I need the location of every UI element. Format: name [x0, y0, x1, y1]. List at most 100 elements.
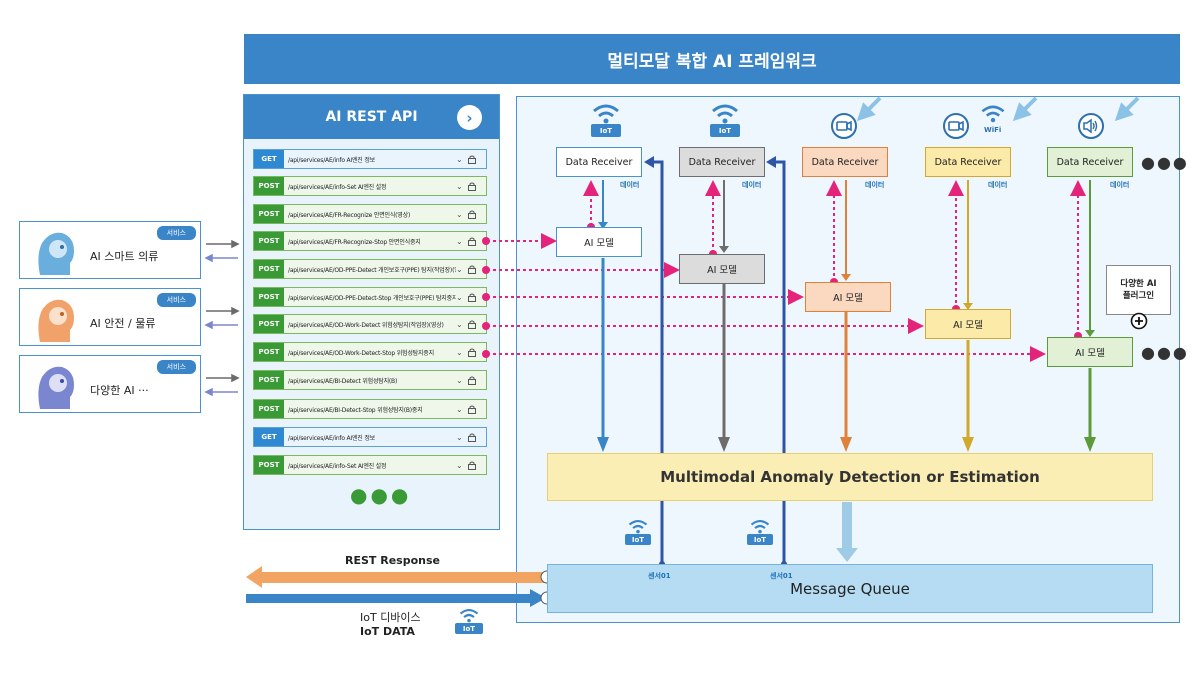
iot-device-label: IoT 디바이스 — [360, 611, 421, 624]
chevron-down-icon[interactable]: ⌄ — [456, 347, 463, 357]
lock-icon — [467, 265, 476, 274]
data-tag: 데이터 — [620, 181, 640, 189]
api-endpoint-row[interactable]: POST/api/services/AE/BI-Detect-Stop 위험성탐… — [253, 399, 487, 419]
data-receiver-1[interactable]: Data Receiver — [556, 147, 642, 177]
http-method-badge: POST — [254, 288, 284, 306]
chevron-down-icon[interactable]: ⌄ — [456, 236, 463, 246]
service-label: 다양한 AI ··· — [90, 384, 149, 397]
chevron-down-icon[interactable]: ⌄ — [456, 209, 463, 219]
chevron-down-icon[interactable]: ⌄ — [456, 292, 463, 302]
chevron-down-icon[interactable]: ⌄ — [456, 319, 463, 329]
speaker-icon — [1078, 113, 1104, 139]
api-to-model-links — [487, 233, 1046, 362]
chevron-down-icon[interactable]: ⌄ — [456, 375, 463, 385]
endpoint-path: /api/services/AE/OD-PPE-Detect-Stop 개인보호… — [288, 294, 456, 302]
api-endpoint-row[interactable]: GET/api/services/AE/info AI엔진 정보⌄ — [253, 149, 487, 169]
sensor-label: 센서01 — [648, 572, 671, 580]
framework-title: 멀티모달 복합 AI 프레임워크 — [244, 34, 1180, 84]
sensor-label: 센서01 — [770, 572, 793, 580]
chevron-down-icon[interactable]: ⌄ — [456, 264, 463, 274]
ai-plugin-box[interactable]: 다양한 AI 플러그인 — [1106, 265, 1171, 315]
ai-head-icon — [38, 299, 74, 342]
lock-icon — [467, 182, 476, 191]
http-method-badge: GET — [254, 150, 284, 168]
iot-badge: IoT — [591, 124, 621, 137]
chevron-down-icon[interactable]: ⌄ — [456, 460, 463, 470]
service-label: AI 안전 / 물류 — [90, 317, 156, 330]
data-receiver-4[interactable]: Data Receiver — [925, 147, 1011, 177]
service-arrows — [204, 239, 240, 397]
http-method-badge: POST — [254, 232, 284, 250]
more-models-dots: ●●● — [1141, 343, 1189, 362]
http-method-badge: POST — [254, 260, 284, 278]
api-endpoint-row[interactable]: POST/api/services/AE/FR-Recognize-Stop 안… — [253, 231, 487, 251]
endpoint-path: /api/services/AE/OD-Work-Detect-Stop 위험성… — [288, 349, 434, 357]
iot-badge: IoT — [625, 534, 651, 545]
lock-icon — [467, 320, 476, 329]
api-endpoint-row[interactable]: POST/api/services/AE/info-Set AI엔진 설정 ⌄ — [253, 176, 487, 196]
api-endpoint-row[interactable]: POST/api/services/AE/info-Set AI엔진 설정 ⌄ — [253, 455, 487, 475]
http-method-badge: POST — [254, 177, 284, 195]
endpoint-path: /api/services/AE/info-Set AI엔진 설정 — [288, 183, 387, 191]
api-endpoint-row[interactable]: POST/api/services/AE/OD-PPE-Detect-Stop … — [253, 287, 487, 307]
iot-badge: IoT — [747, 534, 773, 545]
api-endpoint-row[interactable]: POST/api/services/AE/OD-Work-Detect-Stop… — [253, 342, 487, 362]
endpoint-path: /api/services/AE/FR-Recognize-Stop 안면인식중… — [288, 238, 421, 246]
lock-icon — [467, 293, 476, 302]
message-queue[interactable]: Message Queue — [547, 564, 1153, 613]
wifi-icon — [712, 104, 738, 124]
api-endpoint-row[interactable]: GET/api/services/AE/info AI엔진 정보 ⌄ — [253, 427, 487, 447]
wifi-label: WiFi — [984, 126, 1002, 134]
wifi-icon — [981, 105, 1005, 123]
http-method-badge: POST — [254, 343, 284, 361]
multimodal-anomaly-detection[interactable]: Multimodal Anomaly Detection or Estimati… — [547, 453, 1153, 501]
endpoint-path: /api/services/AE/OD-PPE-Detect 개인보호구(PPE… — [288, 266, 456, 274]
ai-model-5[interactable]: AI 모델 — [1047, 337, 1133, 367]
lock-icon — [467, 155, 476, 164]
endpoint-path: /api/services/AE/info AI엔진 정보 — [288, 434, 375, 442]
plus-circle-icon[interactable] — [1130, 312, 1148, 330]
ai-model-1[interactable]: AI 모델 — [556, 227, 642, 257]
service-card-smart-clothing[interactable]: 서비스 AI 스마트 의류 — [19, 221, 201, 279]
video-camera-icon — [943, 113, 969, 139]
service-card-safety-logistics[interactable]: 서비스 AI 안전 / 물류 — [19, 288, 201, 346]
api-link-dots — [482, 237, 490, 358]
data-receiver-2[interactable]: Data Receiver — [679, 147, 765, 177]
rest-response-label: REST Response — [345, 554, 440, 567]
data-tag: 데이터 — [988, 181, 1008, 189]
api-endpoint-row[interactable]: POST/api/services/AE/OD-Work-Detect 위험성탐… — [253, 314, 487, 334]
api-endpoint-row[interactable]: POST/api/services/AE/BI-Detect 위험성탐지(B) ⌄ — [253, 370, 487, 390]
chevron-down-icon[interactable]: ⌄ — [456, 432, 463, 442]
endpoint-path: /api/services/AE/OD-Work-Detect 위험성탐지(작업… — [288, 321, 444, 329]
http-method-badge: POST — [254, 456, 284, 474]
data-tag: 데이터 — [865, 181, 885, 189]
endpoint-path: /api/services/AE/BI-Detect 위험성탐지(B) — [288, 377, 398, 385]
iot-badge: IoT — [710, 124, 740, 137]
data-receiver-5[interactable]: Data Receiver — [1047, 147, 1133, 177]
wifi-icon — [593, 104, 619, 124]
chevron-down-icon[interactable]: ⌄ — [456, 181, 463, 191]
chevron-down-icon[interactable]: ⌄ — [456, 404, 463, 414]
service-card-various-ai[interactable]: 서비스 다양한 AI ··· — [19, 355, 201, 413]
http-method-badge: POST — [254, 205, 284, 223]
api-endpoint-row[interactable]: POST/api/services/AE/FR-Recognize 안면인식(영… — [253, 204, 487, 224]
video-camera-icon — [831, 113, 857, 139]
plugin-line-2: 플러그인 — [1122, 291, 1155, 301]
data-receiver-3[interactable]: Data Receiver — [802, 147, 888, 177]
api-endpoint-row[interactable]: POST/api/services/AE/OD-PPE-Detect 개인보호구… — [253, 259, 487, 279]
http-method-badge: GET — [254, 428, 284, 446]
endpoint-path: /api/services/AE/BI-Detect-Stop 위험성탐지(B)… — [288, 406, 423, 414]
http-method-badge: POST — [254, 400, 284, 418]
data-tag: 데이터 — [742, 181, 762, 189]
chevron-down-icon[interactable]: ⌄ — [456, 154, 463, 164]
ai-head-icon — [38, 232, 74, 275]
api-panel-title: AI REST API — [244, 95, 499, 139]
endpoint-path: /api/services/AE/info-Set AI엔진 설정 — [288, 462, 387, 470]
ai-model-3[interactable]: AI 모델 — [805, 282, 891, 312]
lock-icon — [467, 433, 476, 442]
lock-icon — [467, 237, 476, 246]
http-method-badge: POST — [254, 371, 284, 389]
ai-model-4[interactable]: AI 모델 — [925, 309, 1011, 339]
chevron-right-icon[interactable]: › — [457, 105, 482, 130]
ai-model-2[interactable]: AI 모델 — [679, 254, 765, 284]
